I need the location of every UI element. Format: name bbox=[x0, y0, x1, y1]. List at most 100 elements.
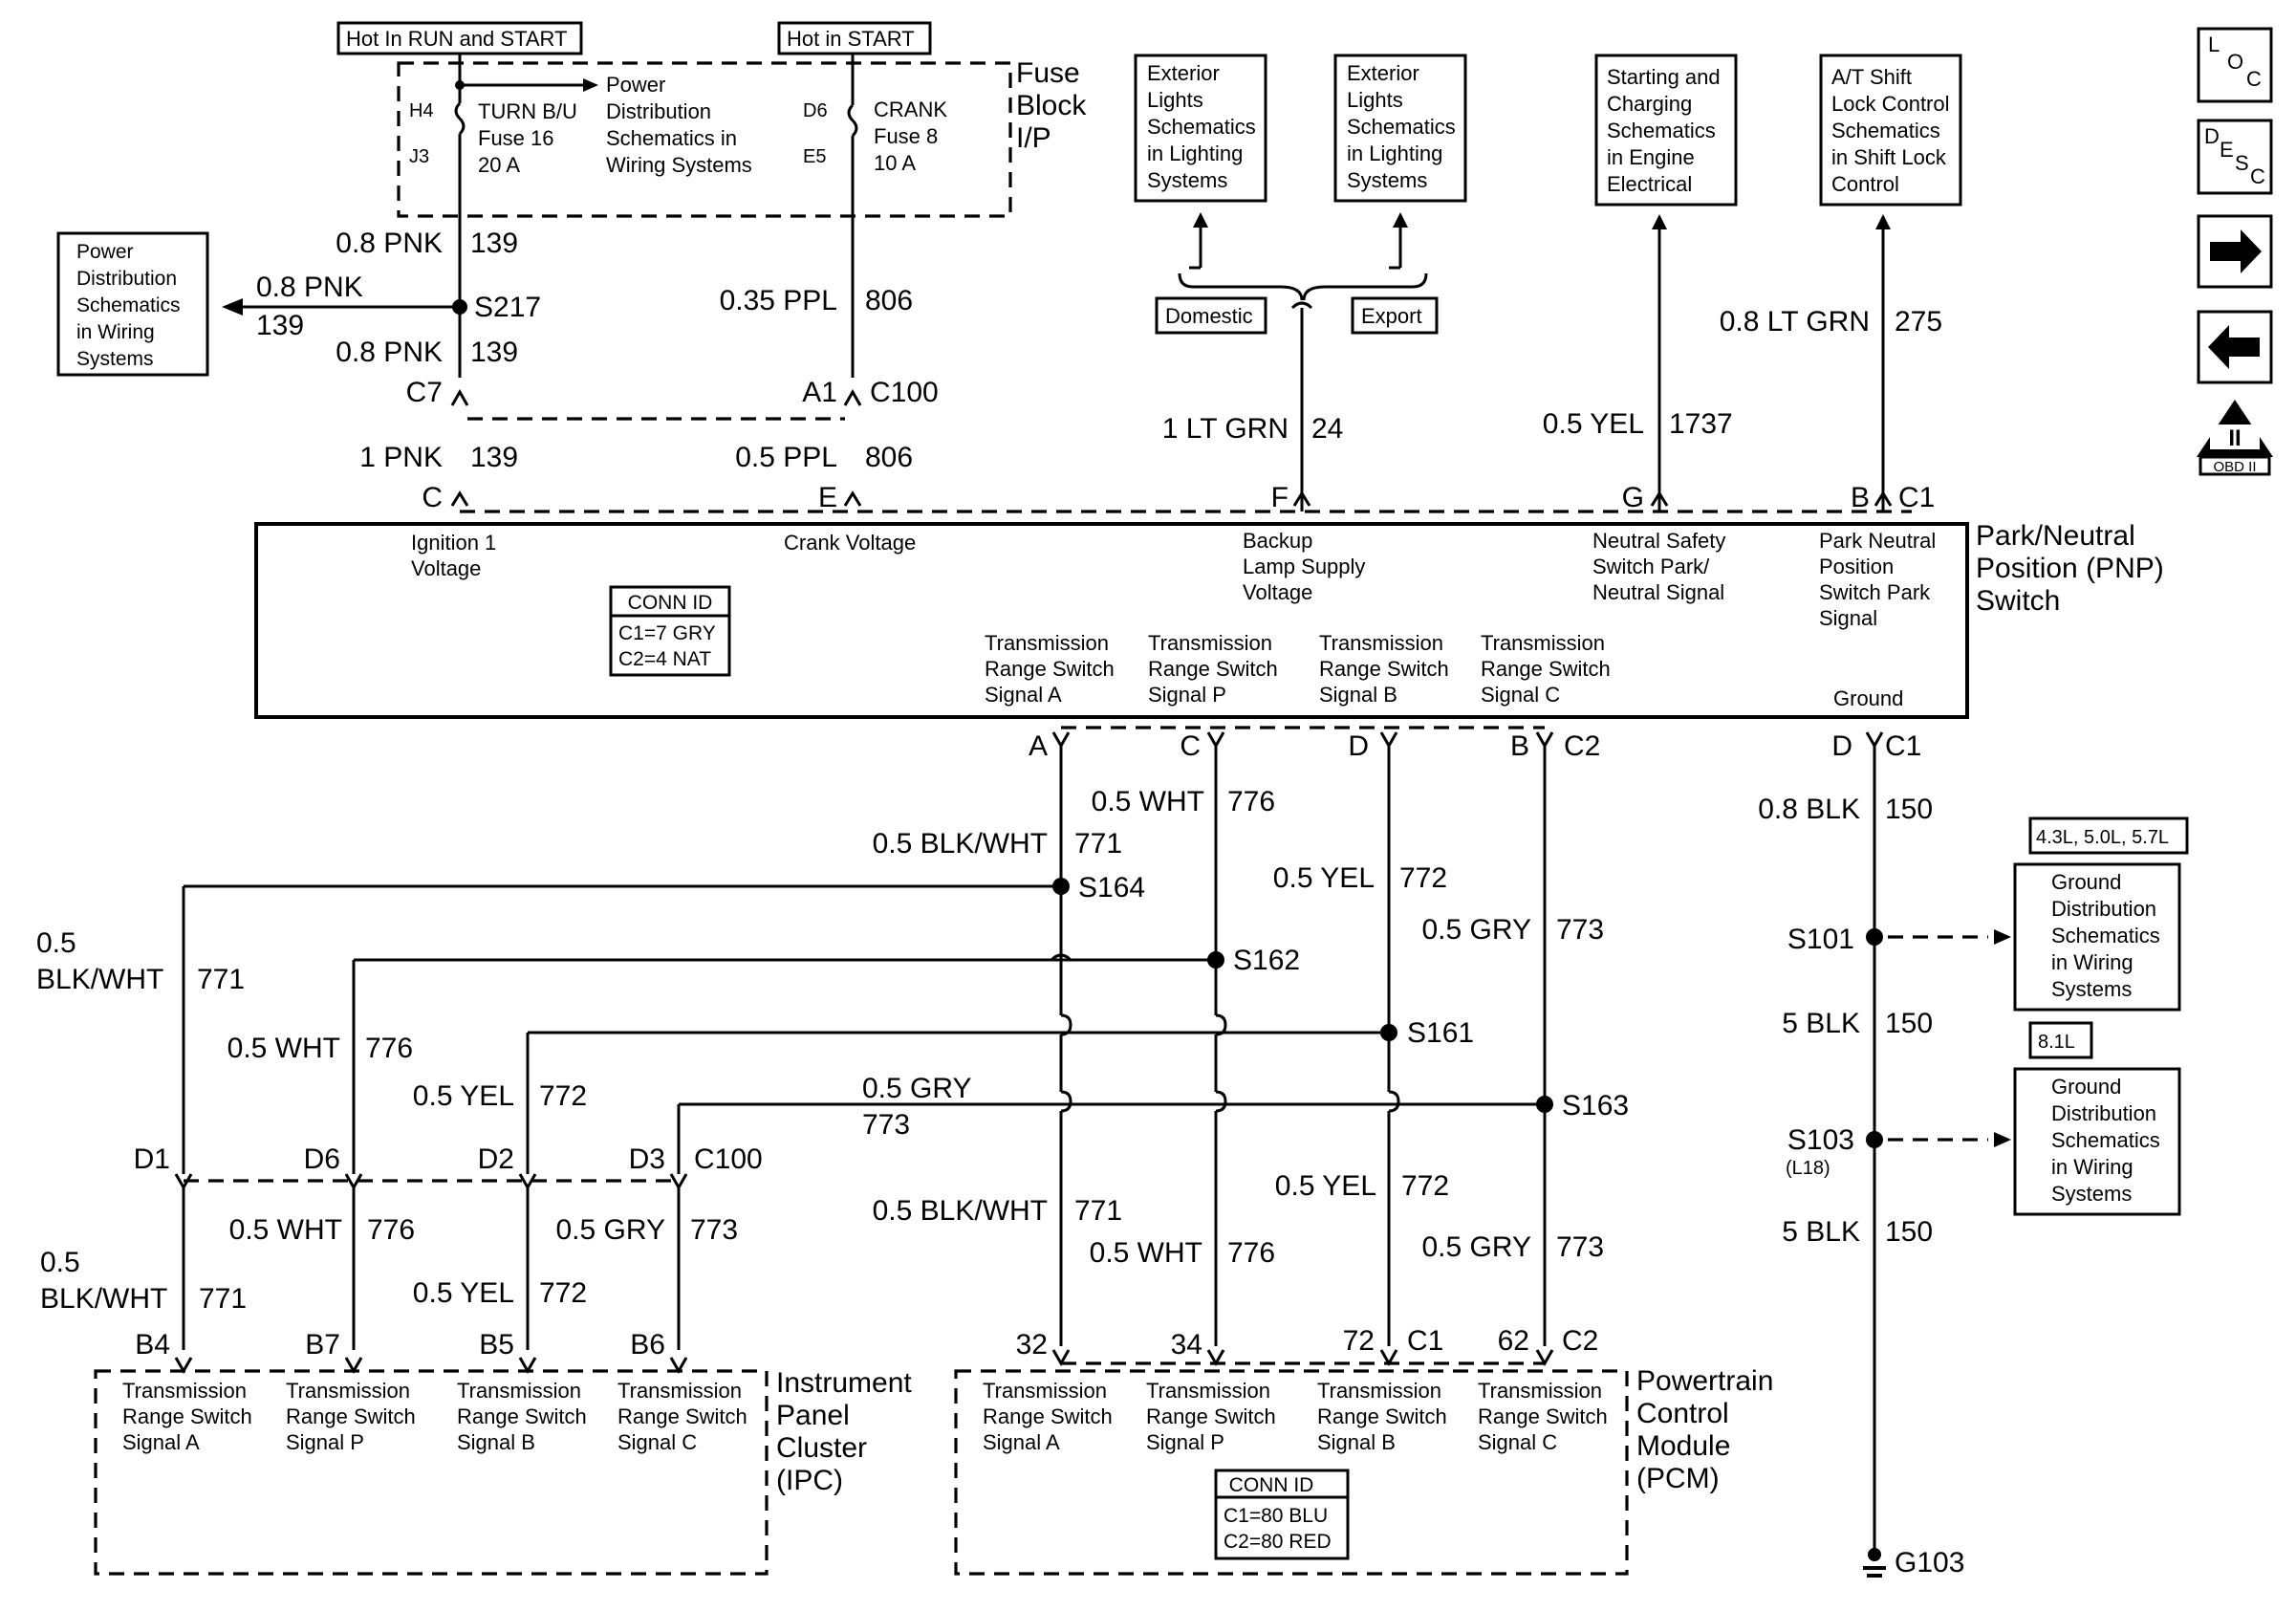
g103-ground-icon bbox=[1868, 1548, 1881, 1561]
pnp-pin-b: B bbox=[1851, 482, 1870, 513]
obd-ii-button[interactable]: II OBD II bbox=[2197, 400, 2273, 476]
pcm-c2-connector: C2 bbox=[1562, 1325, 1598, 1357]
wire-c-lower-num: 139 bbox=[470, 442, 518, 473]
ipc-trs-c-line3: Signal C bbox=[617, 1430, 697, 1454]
ipc-trs-a-line3: Signal A bbox=[122, 1430, 200, 1454]
left-ref-line2: Distribution bbox=[76, 268, 177, 290]
ext-lights-1-line5: Systems bbox=[1147, 168, 1227, 192]
wire-c-upper2-color: 0.8 PNK bbox=[336, 337, 443, 368]
wire-c-lower-color: 1 PNK bbox=[359, 442, 443, 473]
ipc-trs-b-line3: Signal B bbox=[457, 1430, 535, 1454]
pcm-772-num: 772 bbox=[1401, 1170, 1449, 1202]
ipc-title-line3: Cluster bbox=[776, 1432, 867, 1464]
crank-fuse-rating: 10 A bbox=[874, 151, 916, 175]
pnp-park-neutral-line2: Position bbox=[1819, 555, 1894, 578]
pnp-park-neutral-line3: Switch Park bbox=[1819, 580, 1931, 604]
pnp-c2-connector: C2 bbox=[1564, 730, 1600, 762]
ipc-d3-symbol bbox=[669, 1173, 688, 1191]
h773-color: 0.5 GRY bbox=[862, 1073, 972, 1104]
desc-button-frame bbox=[2197, 119, 2273, 195]
ipc-c100-d6: D6 bbox=[304, 1143, 340, 1175]
loc-letter-o: O bbox=[2227, 50, 2243, 74]
pnp-pin-f-symbol bbox=[1292, 490, 1311, 507]
pcm-title-line3: Module bbox=[1636, 1430, 1730, 1462]
left-772-num: 772 bbox=[539, 1080, 587, 1112]
loc-button[interactable]: L O C bbox=[2197, 27, 2273, 103]
pnp-trs-c-line1: Transmission bbox=[1481, 631, 1605, 655]
ext-lights-1-box bbox=[1134, 54, 1267, 203]
ground-path: 0.8 BLK 150 S101 5 BLK 150 S103 (L18) 5 … bbox=[1758, 746, 2189, 1578]
wire-776-crossover-2 bbox=[1215, 1090, 1227, 1113]
pnp-park-neutral-line1: Park Neutral bbox=[1819, 529, 1936, 553]
obd-ii-numeral: II bbox=[2228, 425, 2241, 451]
domestic-label: Domestic bbox=[1165, 304, 1253, 328]
ground-dist-2-line2: Distribution bbox=[2051, 1101, 2156, 1125]
pnp-top-right-labels: 1 LT GRN 24 F 0.5 YEL 1737 G 0.8 LT GRN … bbox=[1162, 306, 1942, 513]
next-page-button[interactable] bbox=[2197, 214, 2273, 289]
export-bracket bbox=[1302, 272, 1428, 301]
ground-dist-1-line3: Schematics bbox=[2051, 924, 2160, 947]
pcm-trs-p-line2: Range Switch bbox=[1146, 1404, 1276, 1428]
splice-s161 bbox=[1380, 1024, 1397, 1041]
crank-fuse-symbol bbox=[847, 103, 858, 138]
ipc-trs-p-line2: Range Switch bbox=[286, 1404, 416, 1428]
hot-start-label: Hot in START bbox=[787, 27, 915, 51]
previous-page-button[interactable] bbox=[2197, 310, 2273, 384]
left-771-gauge: 0.5 bbox=[36, 927, 76, 959]
pnp-crank-voltage: Crank Voltage bbox=[784, 531, 916, 555]
loc-letter-c: C bbox=[2246, 67, 2262, 91]
pnp-trs-c-line2: Range Switch bbox=[1481, 657, 1611, 681]
pcm-title-line1: Powertrain bbox=[1636, 1365, 1773, 1397]
fuse-block-outline bbox=[397, 61, 1012, 218]
ipc-trs-a-line1: Transmission bbox=[122, 1379, 247, 1403]
wire-771-crossover-2 bbox=[1060, 1090, 1072, 1113]
engines-2-box bbox=[2028, 1021, 2093, 1059]
obd-ii-numeral-backdrop bbox=[2210, 425, 2260, 449]
ground-dist-2-line4: in Wiring bbox=[2051, 1155, 2134, 1179]
ipc-pin-b6-symbol bbox=[669, 1357, 688, 1375]
starting-line1: Starting and bbox=[1607, 65, 1721, 89]
engines-1-label: 4.3L, 5.0L, 5.7L bbox=[2036, 827, 2169, 848]
h773-num: 773 bbox=[862, 1109, 910, 1141]
pnp-bottom-connectors: A C D B C2 D C1 bbox=[1029, 726, 1921, 762]
desc-button[interactable]: D E S C bbox=[2197, 119, 2273, 195]
power-dist-line3: Schematics in bbox=[606, 126, 737, 150]
pcm-trs-c-line2: Range Switch bbox=[1478, 1404, 1608, 1428]
signal-wire-labels: 0.5 WHT 776 0.5 BLK/WHT 771 S164 0.5 YEL… bbox=[36, 786, 1629, 1315]
splice-s103 bbox=[1866, 1131, 1883, 1148]
shift-lock-line2: Lock Control bbox=[1831, 92, 1950, 116]
pnp-conn-id-box bbox=[609, 585, 731, 677]
ipc-trs-p-line3: Signal P bbox=[286, 1430, 364, 1454]
wire-1737-arrow bbox=[1652, 214, 1667, 229]
pnp-trs-b-line3: Signal B bbox=[1319, 683, 1397, 707]
ipc-pin-b7-symbol bbox=[344, 1357, 363, 1375]
shift-lock-line5: Control bbox=[1831, 172, 1899, 196]
ipc-pin-b6: B6 bbox=[630, 1329, 665, 1361]
s162-label: S162 bbox=[1233, 945, 1300, 976]
wire-e-upper-color: 0.35 PPL bbox=[720, 285, 837, 316]
w772-top-color: 0.5 YEL bbox=[1273, 862, 1375, 894]
low-773-color: 0.5 GRY bbox=[555, 1214, 665, 1246]
pcm-pin-34-symbol bbox=[1206, 1349, 1225, 1367]
s217-label: S217 bbox=[474, 292, 541, 323]
pcm-772-color: 0.5 YEL bbox=[1275, 1170, 1376, 1202]
ground-dist-1-line5: Systems bbox=[2051, 977, 2132, 1001]
wire-e-upper-num: 806 bbox=[865, 285, 913, 316]
arrow-right-icon bbox=[2210, 229, 2262, 273]
w150-3-color: 5 BLK bbox=[1782, 1216, 1860, 1248]
pcm-trs-c-line3: Signal C bbox=[1478, 1430, 1557, 1454]
ground-dist-2-line1: Ground bbox=[2051, 1075, 2121, 1099]
wire-c-upper2-num: 139 bbox=[470, 337, 518, 368]
ext-lights-1-line3: Schematics bbox=[1147, 115, 1256, 139]
shift-lock-line3: Schematics bbox=[1831, 119, 1940, 142]
pcm-trs-a-line1: Transmission bbox=[983, 1379, 1107, 1403]
h4-pin: H4 bbox=[409, 100, 434, 121]
export-box bbox=[1351, 296, 1439, 335]
fuse-block-title-line2: Block bbox=[1016, 90, 1087, 121]
pcm-773-num: 773 bbox=[1556, 1231, 1604, 1263]
splice-s217 bbox=[452, 299, 467, 315]
s161-label: S161 bbox=[1407, 1017, 1474, 1049]
ext-lights-2-line5: Systems bbox=[1347, 168, 1427, 192]
left-771-num: 771 bbox=[197, 964, 245, 995]
